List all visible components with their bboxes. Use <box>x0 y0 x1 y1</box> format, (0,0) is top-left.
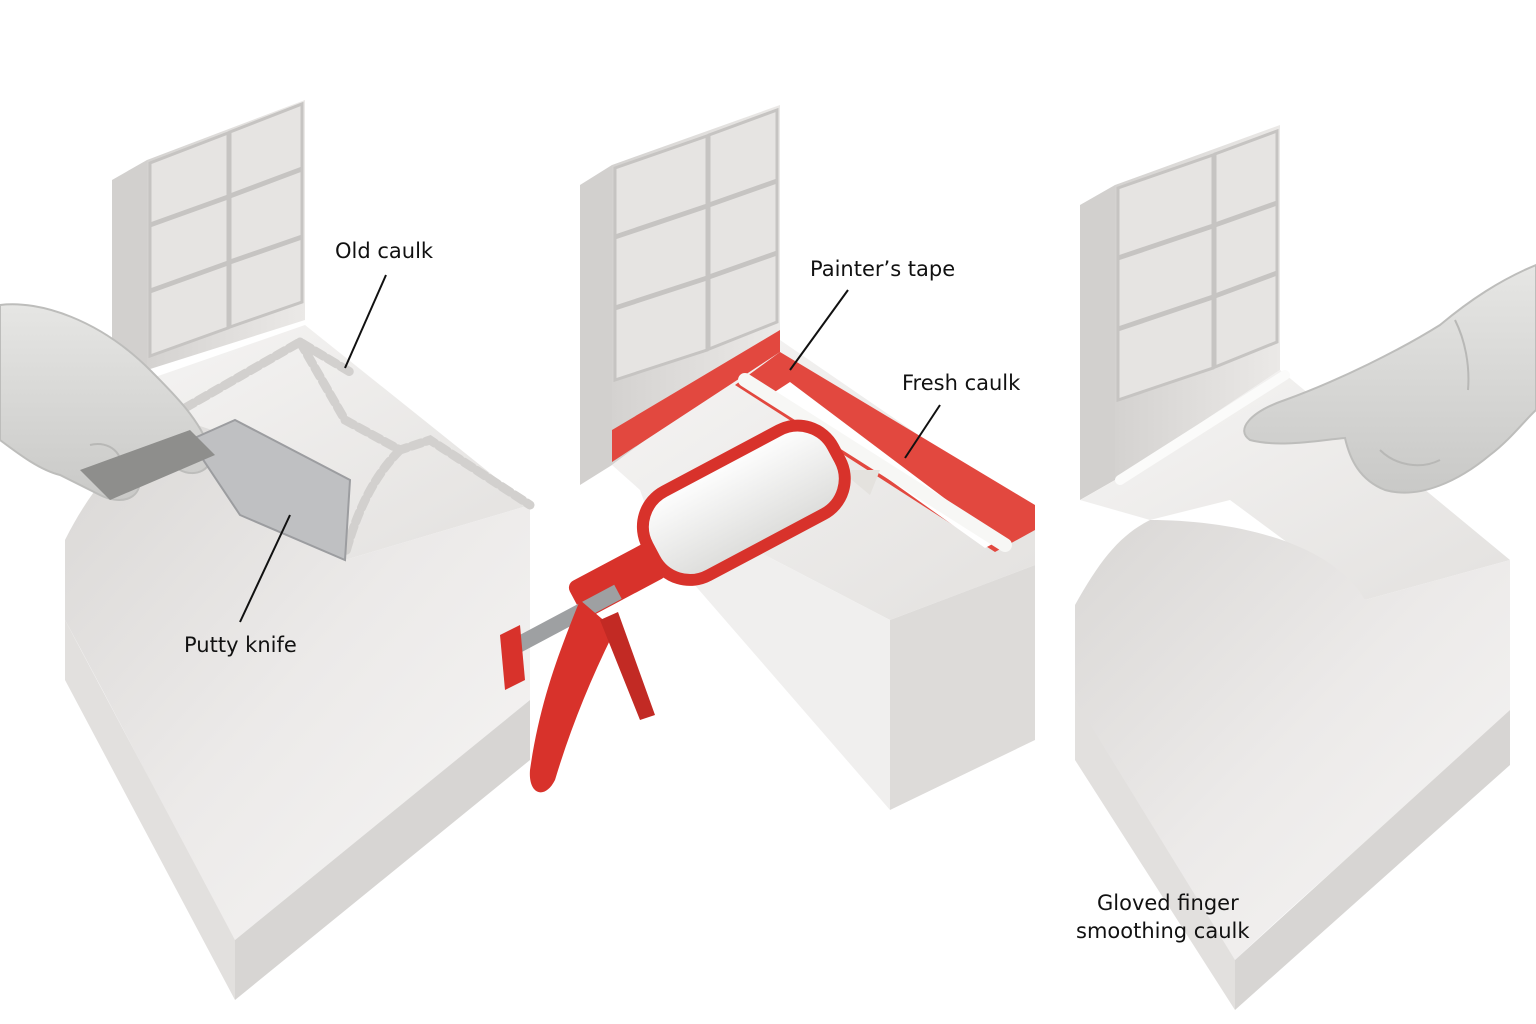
panel-smooth-caulk: Gloved finger smoothing caulk <box>1075 125 1536 1010</box>
label-painters-tape: Painter’s tape <box>810 257 955 281</box>
label-gloved-finger-line2: smoothing caulk <box>1076 919 1250 943</box>
label-old-caulk: Old caulk <box>335 239 434 263</box>
label-fresh-caulk: Fresh caulk <box>902 371 1021 395</box>
panel-apply-fresh-caulk: Painter’s tape Fresh caulk <box>500 105 1035 810</box>
label-putty-knife: Putty knife <box>184 633 297 657</box>
painters-tape-leader <box>790 290 848 370</box>
old-caulk-leader <box>345 275 386 368</box>
panel-remove-old-caulk: Old caulk Putty knife <box>0 100 530 1000</box>
label-gloved-finger-line1: Gloved finger <box>1097 891 1239 915</box>
